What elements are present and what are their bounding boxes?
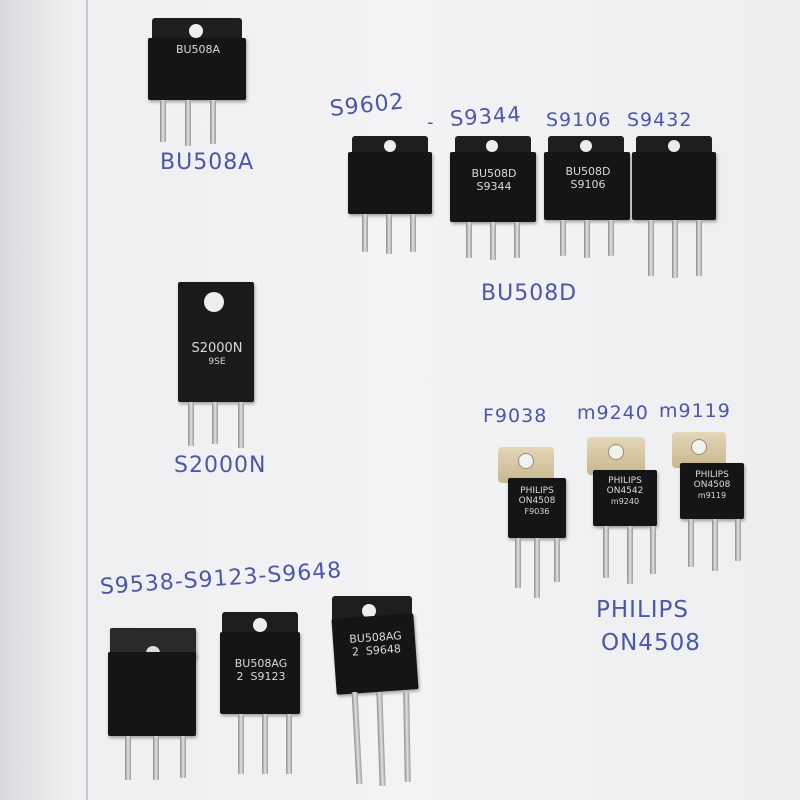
dash-1: - (427, 112, 435, 133)
paper-margin-line (86, 0, 88, 800)
label-bu508a: BU508A (160, 150, 255, 175)
code-m9240: m9240 (577, 402, 649, 424)
code-s9106: S9106 (546, 109, 612, 131)
code-f9038: F9038 (483, 405, 548, 427)
label-philips: PHILIPS (596, 597, 690, 623)
code-m9119: m9119 (659, 400, 731, 422)
code-s9344: S9344 (449, 102, 523, 131)
code-s9432: S9432 (627, 109, 693, 131)
label-on4508: ON4508 (601, 630, 701, 656)
label-bu508d: BU508D (481, 281, 578, 306)
label-s2000n: S2000N (174, 453, 267, 478)
